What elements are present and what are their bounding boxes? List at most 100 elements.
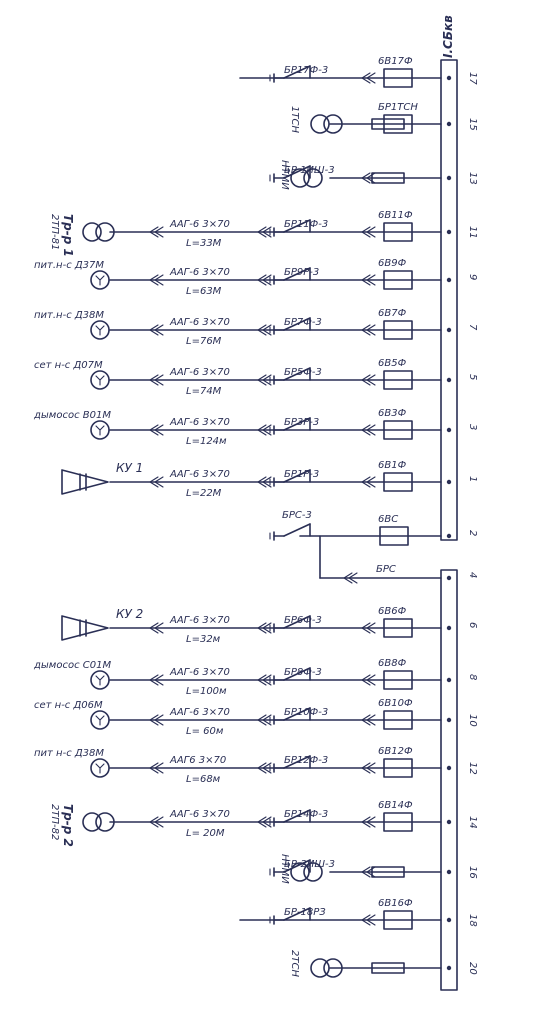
cell-17-switch-blade (283, 65, 311, 79)
cell-14-node (446, 819, 452, 825)
cell-6-cable-plug-2 (149, 622, 164, 634)
cell-7-plug (361, 324, 376, 336)
cell-8-switch-blade (283, 667, 311, 681)
cell-9-cable: ААГ-6 3×70 (169, 267, 230, 278)
cell-12-node (446, 765, 452, 771)
cell-5-length: L=74М (186, 386, 222, 397)
cell-17-switch-label: БР17Ф-3 (284, 65, 328, 76)
cell-14-breaker-label: 6В14Ф (378, 800, 413, 811)
cell-5-plug (361, 374, 376, 386)
cell-10-load: сет н-с Д06М (34, 700, 103, 711)
cell-2-switch-blade (283, 523, 311, 537)
cell-10-cable-plug (257, 714, 272, 726)
cell-14-load: Тр-р 2 (61, 804, 75, 847)
cell-9-cable-plug (257, 274, 272, 286)
cell-8-breaker (383, 670, 413, 690)
cell-20-tsn-symbol-w2 (323, 958, 343, 978)
cell-14-plug (361, 816, 376, 828)
cell-17-plug (361, 72, 376, 84)
cell-13-load: НТМИ (279, 160, 290, 190)
cell-6-capacitor-symbol (61, 615, 109, 641)
cell-12-breaker (383, 758, 413, 778)
cell-5-breaker (383, 370, 413, 390)
cell-8-number: 8 (467, 674, 478, 680)
cell-11-breaker (383, 222, 413, 242)
cell-12-load: пит н-с Д38М (34, 748, 104, 759)
cell-6-cable-plug (257, 622, 272, 634)
cell-3-cable: ААГ-6 3×70 (169, 417, 230, 428)
cell-11-plug (361, 226, 376, 238)
cell-3-node (446, 427, 452, 433)
cell-2-node (446, 533, 452, 539)
busbar-section-2 (440, 569, 458, 991)
busbar-section-1 (440, 59, 458, 541)
cell-14-cable-plug-2 (149, 816, 164, 828)
cell-11-length: L=33М (186, 238, 222, 249)
cell-6-switch-label: БР6Ф-3 (284, 615, 322, 626)
cell-12-length: L=68м (186, 774, 221, 785)
cell-8-load: дымосос С01М (33, 660, 111, 671)
cell-6-length: L=32м (186, 634, 221, 645)
cell-8-cable-plug (257, 674, 272, 686)
cell-5-motor-symbol (90, 370, 110, 390)
cell-7-breaker-label: 6В7Ф (378, 308, 407, 319)
cell-7-load: пит.н-с Д38М (34, 310, 104, 321)
cell-11-node (446, 229, 452, 235)
cell-9-plug (361, 274, 376, 286)
cell-12-number: 12 (467, 762, 478, 775)
cell-17-node (446, 75, 452, 81)
cell-12-breaker-label: 6В12Ф (378, 746, 413, 757)
cell-16-node (446, 869, 452, 875)
cell-10-cable-plug-2 (149, 714, 164, 726)
cell-4-tie-arrows (343, 572, 358, 584)
cell-12-switch-blade (283, 755, 311, 769)
cell-10-cable: ААГ-6 3×70 (169, 707, 230, 718)
cell-8-cable: ААГ-6 3×70 (169, 667, 230, 678)
cell-5-motor-symbol-y (95, 375, 105, 386)
cell-12-motor-symbol (90, 758, 110, 778)
cell-10-breaker (383, 710, 413, 730)
cell-18-switch-label: БР-18РЗ (284, 907, 326, 918)
cell-7-cable-plug-2 (149, 324, 164, 336)
cell-1-switch-blade (283, 469, 311, 483)
cell-14-length: L= 20М (186, 828, 225, 839)
cell-3-cable-plug-2 (149, 424, 164, 436)
cell-13-vt-symbol-w2 (303, 168, 323, 188)
cell-8-plug (361, 674, 376, 686)
cell-7-number: 7 (467, 324, 478, 331)
cell-11-cable: ААГ-6 3×70 (169, 219, 230, 230)
cell-1-breaker (383, 472, 413, 492)
cell-14-transformer-symbol-w2 (95, 812, 115, 832)
cell-8-cable-plug-2 (149, 674, 164, 686)
cell-2-breaker-label: 6ВС (378, 514, 398, 525)
cell-20-number: 20 (467, 962, 478, 975)
cell-12-cable: ААГ6 3×70 (169, 755, 226, 766)
cell-9-motor-symbol-y (95, 275, 105, 286)
cell-1-capacitor-symbol (61, 469, 109, 495)
cell-10-motor-symbol (90, 710, 110, 730)
cell-14-cable-plug (257, 816, 272, 828)
cell-10-length: L= 60м (186, 726, 224, 737)
cell-11-switch-label: БР11Ф-3 (284, 219, 328, 230)
cell-16-fuse (371, 866, 405, 878)
cell-1-cable-plug (257, 476, 272, 488)
cell-17-breaker-label: 6В17Ф (378, 56, 413, 67)
cell-15-breaker-label: БР1ТСН (378, 102, 418, 113)
cell-18-number: 18 (467, 914, 478, 927)
cell-10-switch-blade (283, 707, 311, 721)
cell-5-node (446, 377, 452, 383)
cell-6-node (446, 625, 452, 631)
cell-15-tsn-symbol-w2 (323, 114, 343, 134)
cell-14-switch-label: БР14Ф-3 (284, 809, 328, 820)
cell-9-number: 9 (467, 274, 478, 280)
cell-6-plug (361, 622, 376, 634)
cell-6-breaker (383, 618, 413, 638)
cell-5-breaker-label: 6В5Ф (378, 358, 407, 369)
cell-1-number: 1 (467, 476, 478, 482)
cell-1-cable: ААГ-6 3×70 (169, 469, 230, 480)
cell-1-length: L=22М (186, 488, 222, 499)
cell-3-length: L=124м (186, 436, 227, 447)
cell-14-number: 14 (467, 816, 478, 829)
cell-3-motor-symbol (90, 420, 110, 440)
